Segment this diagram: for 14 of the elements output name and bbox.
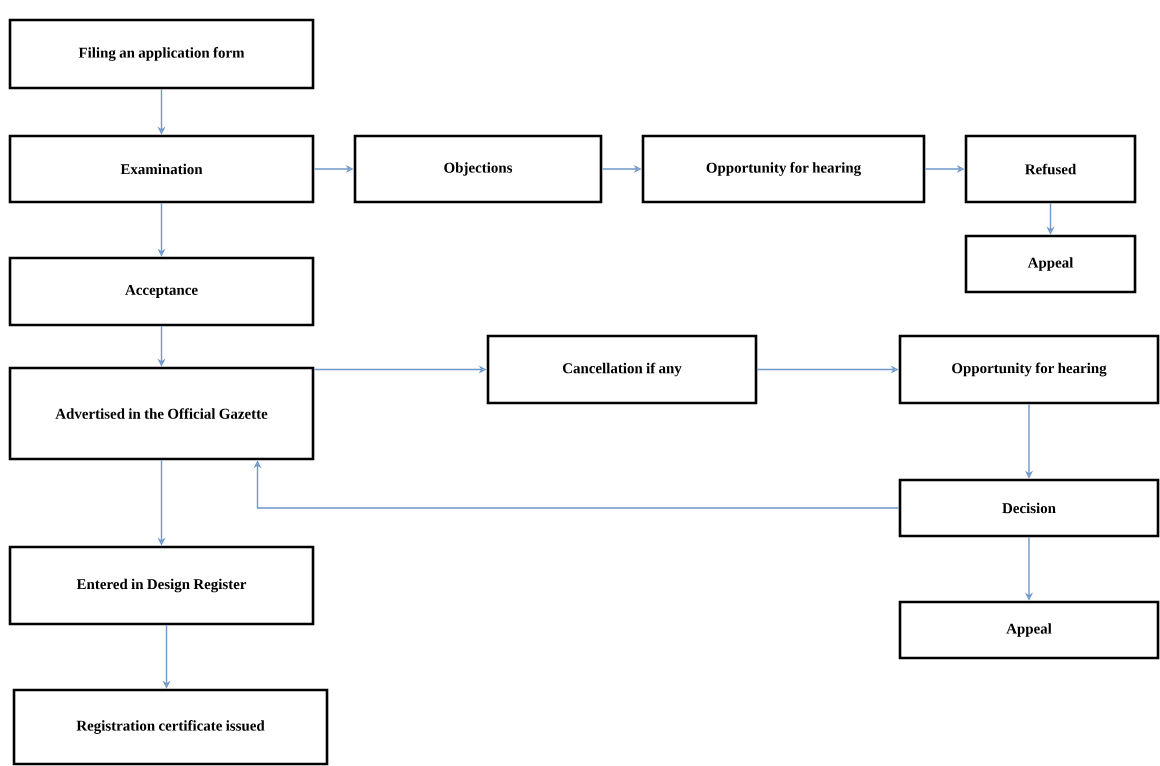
process-box: Acceptance <box>8 256 315 327</box>
process-box: Refused <box>964 134 1137 204</box>
process-box: Objections <box>353 134 603 204</box>
process-box: Opportunity for hearing <box>641 134 926 204</box>
process-box: Cancellation if any <box>486 334 758 405</box>
process-box: Appeal <box>964 234 1137 294</box>
process-box: Registration certificate issued <box>12 688 329 766</box>
process-box: Opportunity for hearing <box>898 334 1160 405</box>
process-box: Appeal <box>898 600 1160 660</box>
process-box: Decision <box>898 478 1160 538</box>
process-box: Filing an application form <box>8 18 315 90</box>
process-box: Advertised in the Official Gazette <box>8 366 315 461</box>
process-box: Entered in Design Register <box>8 545 315 626</box>
process-box: Examination <box>8 134 315 204</box>
